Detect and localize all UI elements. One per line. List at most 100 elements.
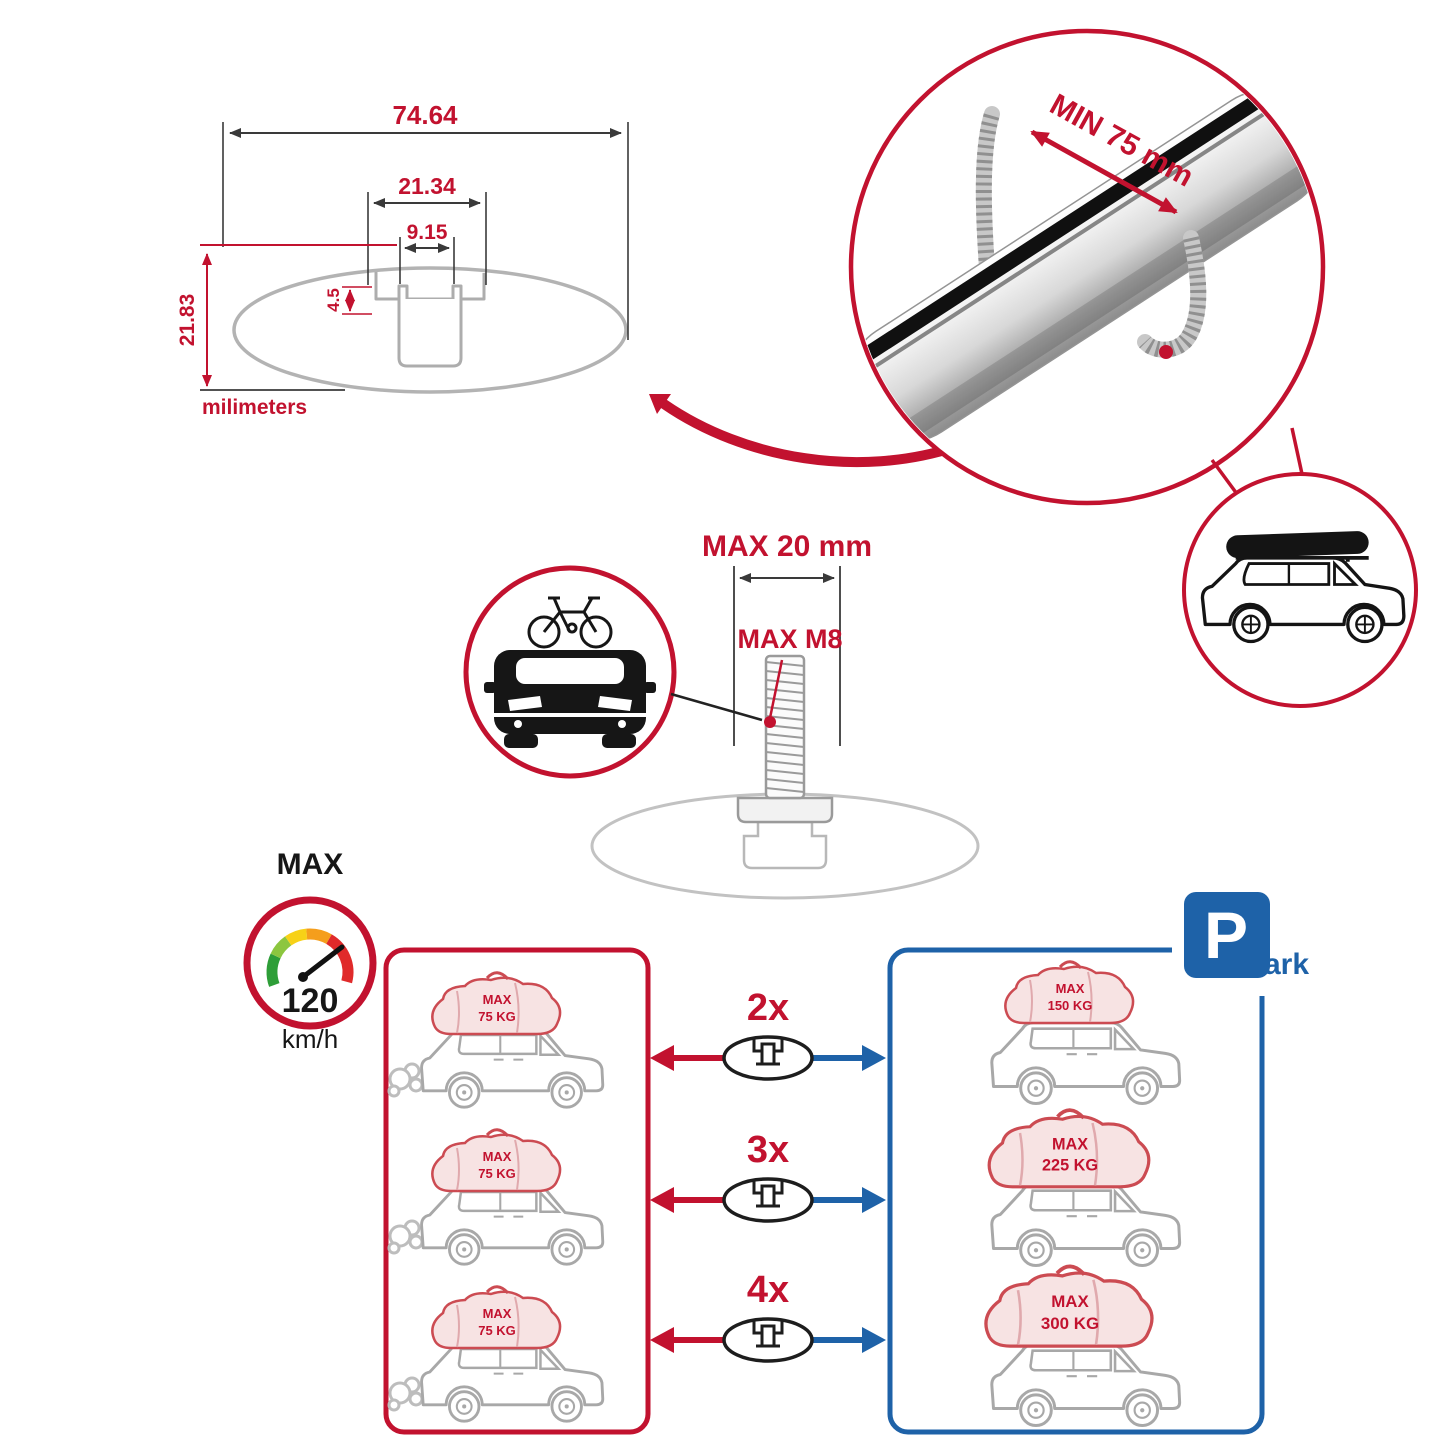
gauge-arc-yellowgreen [270, 936, 292, 959]
cargo-max-label: MAX [483, 1306, 512, 1321]
cargo-load-value: 150 KG [1048, 998, 1093, 1013]
roofbox-car-detail [1182, 472, 1418, 708]
car-wheel [602, 734, 636, 748]
arrow-head-right [862, 1327, 886, 1353]
bike-wheel [579, 615, 613, 649]
clamp-hook-rear [975, 106, 1000, 276]
speed-limit-gauge: MAX 120 km/h [243, 848, 377, 1054]
bolt-threads [765, 661, 805, 793]
max-thread-label: MAX M8 [737, 624, 842, 654]
bolt-flange [736, 796, 834, 824]
bar-count-arrows: 2x 3x 4x [650, 987, 886, 1363]
speed-unit: km/h [282, 1024, 338, 1054]
car-foglight [618, 720, 626, 728]
arrow-head-left [650, 1045, 674, 1071]
cargo-load-value: 75 KG [478, 1166, 516, 1181]
cargo-load-value: 225 KG [1042, 1157, 1098, 1175]
car-mirror [644, 682, 656, 693]
gauge-circle [243, 896, 377, 1030]
bike-car-detail [463, 565, 763, 779]
bar-count-value: 3x [747, 1129, 789, 1171]
roof-cargo: MAX 75 KG [430, 971, 562, 1036]
max-length-label: MAX 20 mm [702, 530, 872, 563]
car-headlight [598, 696, 632, 711]
callout-connector [670, 692, 763, 722]
bar-photo-detail: MIN 75 mm [848, 28, 1326, 506]
bar-cross-section-icon [722, 1035, 814, 1081]
driving-panel: MAX 75 KG MAX 75 KG MAX 75 KG [383, 947, 651, 1435]
bar-to-drawing-arrow [649, 394, 960, 468]
bar-cross-section-icon [722, 1317, 814, 1363]
dimension-total-height: 21.83 [176, 253, 212, 387]
car-mirror [484, 682, 496, 693]
leader-line [768, 659, 784, 719]
dimension-channel-outer: 21.34 [367, 173, 487, 285]
units-label: milimeters [202, 396, 307, 419]
bar-cross-section-icon [722, 1177, 814, 1223]
arrow-head [649, 394, 671, 414]
cargo-max-label: MAX [1051, 1292, 1089, 1311]
callout-dot [1159, 345, 1173, 359]
park-sign-square [1184, 892, 1270, 978]
car-wheel [504, 734, 538, 748]
speed-max-title: MAX [277, 848, 344, 881]
dimension-channel-depth: 4.5 [324, 286, 372, 315]
dimension-arrow [1030, 129, 1178, 215]
gauge-needle [300, 944, 345, 980]
car-headlight [508, 696, 542, 711]
roof-cargo: MAX 75 KG [430, 1128, 562, 1193]
suv-with-roofbox [1200, 531, 1406, 644]
bike-wheel [527, 615, 561, 649]
dim-channel-outer-value: 21.34 [398, 173, 456, 199]
bar-count-row: 3x [650, 1129, 886, 1223]
arrow-head-left [650, 1327, 674, 1353]
arrow-head-right [862, 1187, 886, 1213]
bar-lower-shade [886, 151, 1320, 449]
dimension-channel-inner: 9.15 [399, 221, 455, 284]
cargo-max-label: MAX [483, 992, 512, 1007]
clamp-threads [975, 111, 1000, 269]
bike-frame [542, 596, 600, 633]
circle-connector-line [1290, 427, 1304, 475]
roof-cargo: MAX 300 KG [983, 1264, 1154, 1349]
car-bumper-line [494, 713, 646, 717]
cargo-max-label: MAX [1052, 1135, 1088, 1153]
cargo-max-label: MAX [483, 1149, 512, 1164]
cross-section-drawing: 74.64 21.34 9.15 4.5 21.83 milimeters [176, 100, 629, 419]
bike-icon [527, 596, 613, 649]
gauge-arc-green [266, 953, 281, 987]
cargo-load-value: 300 KG [1041, 1314, 1099, 1333]
callout-dot [764, 716, 776, 728]
gauge-arc-yellow [285, 928, 308, 946]
t-slot-nut [742, 820, 828, 870]
gauge-needle-pivot [298, 972, 308, 982]
car-windows [1242, 562, 1331, 586]
bar-count-row: 4x [650, 1269, 886, 1363]
car-front-with-bike [484, 596, 656, 748]
gauge-arc-red [325, 934, 354, 984]
cargo-load-value: 75 KG [478, 1323, 516, 1338]
car-windshield [516, 658, 624, 684]
wheel-spokes [1242, 615, 1260, 633]
park-sign-ark: ark [1264, 948, 1309, 981]
cargo-max-label: MAX [1056, 981, 1085, 996]
dim-channel-depth-value: 4.5 [324, 288, 343, 312]
roof-box [1226, 531, 1369, 559]
bar-channel-shadow [854, 94, 1293, 383]
bolt-detail: MAX 20 mm MAX M8 [590, 530, 980, 900]
bar-profile-channel [374, 272, 486, 301]
roof-cargo: MAX 75 KG [430, 1285, 562, 1350]
roof-cargo: MAX 150 KG [1003, 960, 1135, 1025]
wheel-spokes [1356, 615, 1374, 633]
dim-total-width-value: 74.64 [392, 100, 458, 130]
speed-value: 120 [282, 982, 339, 1020]
dimension-total-width: 74.64 [222, 100, 629, 340]
bar-count-value: 2x [747, 987, 789, 1029]
bar-profile-cavity [397, 299, 463, 368]
park-sign-p: P [1204, 898, 1248, 972]
car-windshield [1333, 560, 1359, 586]
car-foglight [514, 720, 522, 728]
roof-cargo: MAX 225 KG [987, 1108, 1151, 1189]
